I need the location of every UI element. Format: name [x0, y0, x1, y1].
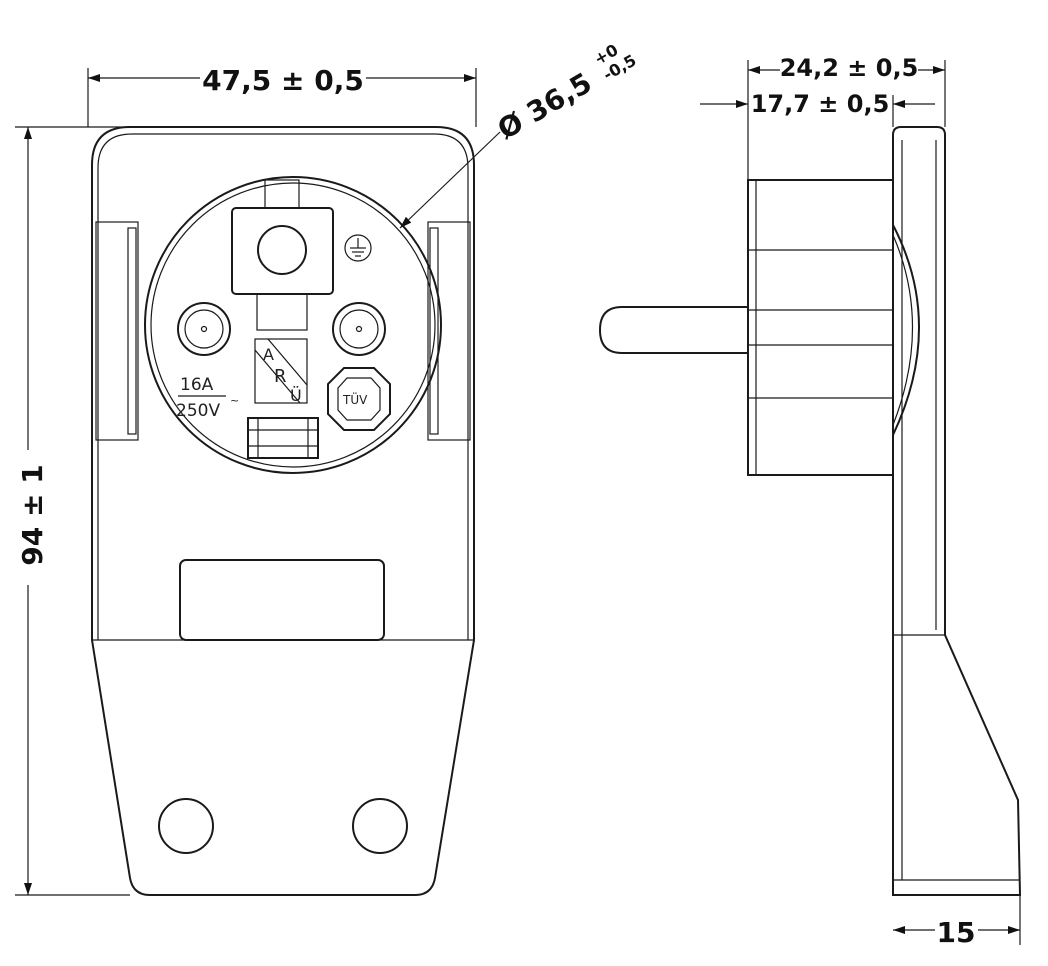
screw-hole-left	[158, 798, 214, 854]
width-label: 47,5 ± 0,5	[202, 64, 364, 97]
front-view: A R Ü 16A 250V ~ TÜV	[91, 126, 475, 896]
vde-letter-r: R	[274, 366, 287, 387]
top-notch	[264, 179, 300, 209]
dimension-plate-depth: 15	[893, 895, 1021, 949]
depth-body-label: 17,7 ± 0,5	[751, 90, 890, 118]
earth-clip	[231, 207, 334, 295]
side-rail-right-inner	[429, 227, 439, 435]
screw-hole-right	[352, 798, 408, 854]
side-rail-right	[427, 221, 471, 441]
earth-symbol-icon	[344, 234, 372, 262]
dome-profile-inner	[892, 234, 914, 426]
side-rail-left-inner	[127, 227, 137, 435]
pin-socket-left	[177, 302, 231, 356]
label-recess	[179, 559, 385, 641]
socket-face-circle	[144, 176, 442, 474]
depth-total-label: 24,2 ± 0,5	[780, 54, 919, 82]
side-plate-outline	[892, 126, 1022, 896]
side-view	[598, 126, 1022, 896]
tuv-text: TÜV	[342, 391, 368, 407]
height-label: 94 ± 1	[16, 464, 49, 565]
rating-current: 16A	[180, 375, 214, 395]
socket-body	[747, 179, 894, 476]
pin-socket-right	[332, 302, 386, 356]
dimension-depth-body: 17,7 ± 0,5	[700, 90, 935, 127]
dimension-height: 94 ± 1	[15, 126, 130, 896]
vde-mark-icon: A R Ü	[254, 338, 308, 405]
clip-hole	[257, 225, 307, 275]
tuv-mark-icon: TÜV	[327, 367, 391, 431]
dimension-width: 47,5 ± 0,5	[87, 64, 477, 127]
housing-inner-edge	[97, 133, 469, 640]
side-rail-left	[95, 221, 139, 441]
socket-face-inner	[150, 182, 436, 468]
plate-depth-label: 15	[937, 916, 976, 949]
dimension-diameter: Ø 36,5 +0 -0,5	[399, 40, 639, 229]
dome-profile	[892, 224, 920, 436]
housing-outline	[91, 126, 475, 896]
plug-pin	[598, 306, 748, 354]
dimension-depth-total: 24,2 ± 0,5	[747, 54, 946, 180]
vde-letter-u: Ü	[290, 386, 302, 405]
rating-voltage: 250V	[176, 401, 220, 421]
ac-symbol: ~	[230, 394, 239, 407]
vde-letter-a: A	[263, 345, 274, 364]
diameter-label: Ø 36,5	[492, 66, 597, 146]
earth-clip-tab	[256, 293, 308, 331]
bottom-latch	[247, 417, 319, 459]
